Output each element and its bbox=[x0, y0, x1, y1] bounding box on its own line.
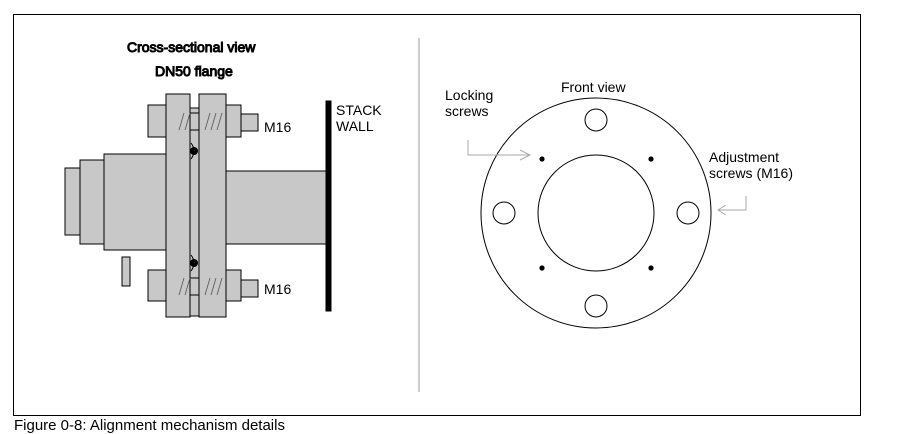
adjustment-screws-arrow bbox=[717, 196, 747, 216]
locking-screw-clip-top bbox=[190, 142, 195, 160]
front-view: Front view Locking screws Adjustment scr… bbox=[445, 79, 793, 329]
flange-bore bbox=[537, 154, 655, 272]
locking-screw-front-tl bbox=[539, 156, 545, 162]
bolt-head-top bbox=[240, 113, 259, 132]
figure-caption: Figure 0-8: Alignment mechanism details bbox=[14, 417, 285, 434]
flange-size-label: DN50 flange bbox=[155, 63, 233, 79]
stack-flange bbox=[198, 93, 227, 318]
stack-wall-label-line2: WALL bbox=[336, 118, 374, 134]
instrument-body bbox=[103, 153, 167, 251]
locking-screw-front-tr bbox=[648, 156, 654, 162]
locking-screws-arrow bbox=[467, 140, 532, 161]
locking-screw-front-bl bbox=[539, 265, 545, 271]
adjustment-screw-hole-left bbox=[492, 201, 516, 225]
bolt-label-top: M16 bbox=[264, 119, 291, 135]
adjustment-screws-label-line2: screws (M16) bbox=[709, 165, 793, 181]
bolt-label-bottom: M16 bbox=[264, 281, 291, 297]
front-view-title: Front view bbox=[561, 79, 626, 95]
cross-section-title: Cross-sectional view bbox=[127, 39, 256, 55]
instrument-collar bbox=[79, 159, 106, 245]
bolt-nut-right-top bbox=[224, 104, 242, 138]
bolt-thread-hatching bbox=[178, 112, 223, 296]
stack-nozzle-pipe bbox=[225, 170, 327, 245]
bolt-nut-left-bottom bbox=[147, 269, 167, 302]
instrument-flange bbox=[165, 93, 191, 318]
adjustment-screw-hole-right bbox=[676, 201, 700, 225]
stack-wall bbox=[325, 100, 332, 312]
cross-section-view: Cross-sectional view DN50 flange bbox=[64, 39, 382, 318]
adjustment-screws-label-line1: Adjustment bbox=[709, 149, 779, 165]
locking-screw-front-br bbox=[648, 265, 654, 271]
locking-screws-label-line1: Locking bbox=[445, 87, 493, 103]
adjustment-screw-hole-top bbox=[584, 108, 608, 132]
stack-wall-label-line1: STACK bbox=[336, 102, 382, 118]
adjustment-screw-hole-bottom bbox=[584, 294, 608, 318]
bolt-nut-right-bottom bbox=[224, 269, 242, 302]
locking-screw-clip-bottom bbox=[190, 254, 195, 272]
flange-outer-ring bbox=[480, 97, 712, 329]
instrument-end-cap bbox=[64, 167, 81, 236]
locking-screws-label-line2: screws bbox=[445, 103, 489, 119]
bolt-head-bottom bbox=[240, 279, 259, 298]
drain-pin bbox=[121, 256, 131, 287]
bolt-nut-left-top bbox=[147, 104, 167, 138]
